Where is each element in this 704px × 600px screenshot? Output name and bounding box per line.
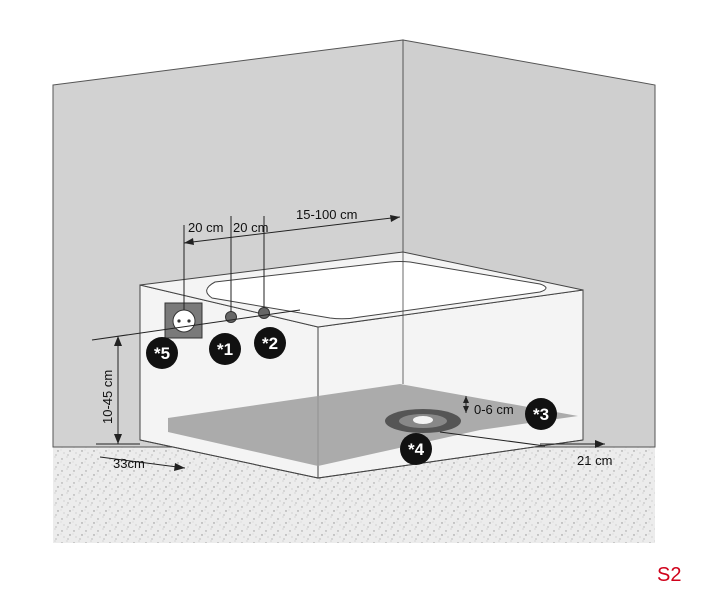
hot-water-connector <box>258 307 270 319</box>
dim-label-left: 33cm <box>113 456 145 471</box>
svg-text:*1: *1 <box>217 340 233 359</box>
tub-bottom-edge-left <box>139 439 319 479</box>
floor <box>53 447 655 543</box>
dim-label-15-100cm: 15-100 cm <box>296 207 357 222</box>
drain-hole <box>413 416 433 424</box>
svg-text:*2: *2 <box>262 334 278 353</box>
dim-label-depth: 0-6 cm <box>474 402 514 417</box>
svg-text:*4: *4 <box>408 440 425 459</box>
marker-4: *4 <box>400 433 432 465</box>
svg-text:*3: *3 <box>533 405 549 424</box>
marker-5: *5 <box>146 337 178 369</box>
dim-label-height: 10-45 cm <box>100 370 115 424</box>
marker-3: *3 <box>525 398 557 430</box>
socket-pin-right <box>187 319 191 323</box>
socket-pin-left <box>177 319 181 323</box>
page-code: S2 <box>657 564 681 586</box>
dim-label-20cm-left: 20 cm <box>188 220 223 235</box>
socket-icon <box>172 309 196 333</box>
marker-2: *2 <box>254 327 286 359</box>
tub-bottom-edge-right <box>317 439 584 479</box>
floor-recess <box>168 384 578 466</box>
svg-text:*5: *5 <box>154 344 170 363</box>
marker-1: *1 <box>209 333 241 365</box>
dim-label-right: 21 cm <box>577 453 612 468</box>
dimension-arrowheads <box>114 215 605 471</box>
dim-label-20cm-right: 20 cm <box>233 220 268 235</box>
